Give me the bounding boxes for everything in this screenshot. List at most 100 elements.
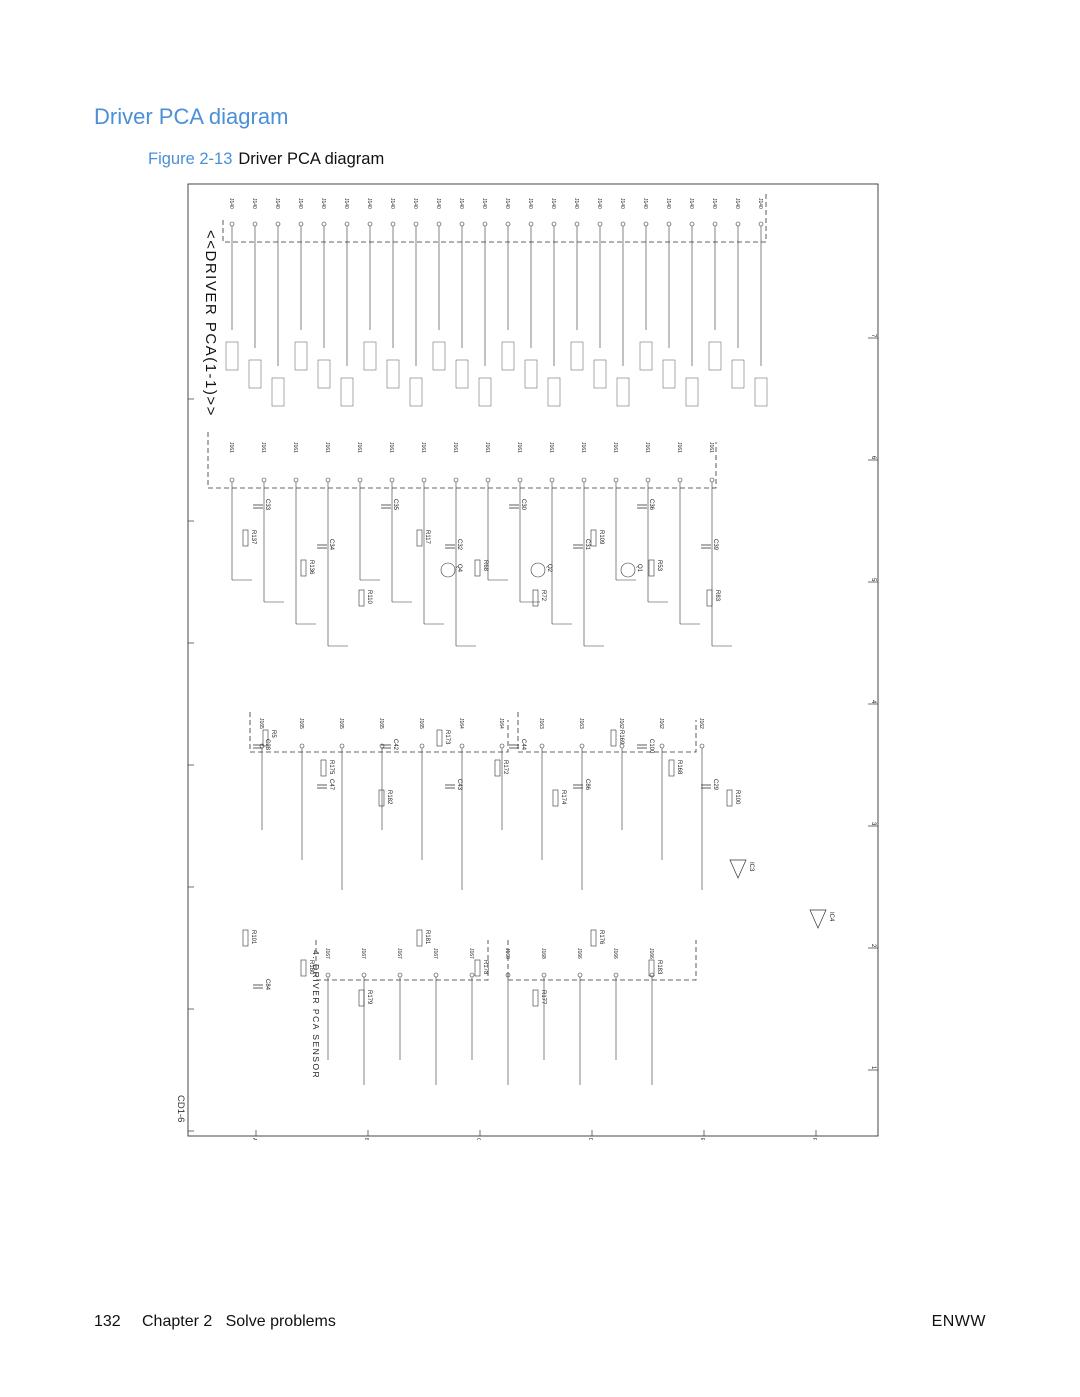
signal-tag xyxy=(478,377,492,407)
connector-label: J165 xyxy=(338,718,344,729)
connector-pin xyxy=(299,743,305,749)
resistor-symbol xyxy=(300,959,307,977)
connector-pin xyxy=(577,972,583,978)
schematic-border xyxy=(187,183,879,1137)
resistor-symbol xyxy=(590,929,597,947)
connector-label: J161 xyxy=(228,442,234,453)
resistor-symbol xyxy=(668,759,675,777)
lower-connector-bracket-2 xyxy=(517,712,697,753)
transistor-label: Q4 xyxy=(456,564,462,573)
capacitor-label: C44 xyxy=(520,739,526,751)
connector-pin xyxy=(712,221,718,227)
connector-label: J162 xyxy=(698,718,704,729)
resistor-label: R169 xyxy=(618,730,624,745)
connector-pin xyxy=(735,221,741,227)
connector-pin xyxy=(549,477,555,483)
connector-pin xyxy=(389,477,395,483)
connector-label: J140 xyxy=(228,198,234,209)
connector-pin xyxy=(390,221,396,227)
resistor-label: R101 xyxy=(250,930,256,945)
connector-pin xyxy=(367,221,373,227)
connector-label: J167 xyxy=(432,948,438,959)
capacitor-label: C32 xyxy=(456,539,462,551)
resistor-symbol xyxy=(648,959,655,977)
figure-title: Driver PCA diagram xyxy=(238,150,385,168)
bottom-connector-bracket-2 xyxy=(507,940,697,981)
resistor-symbol xyxy=(552,789,559,807)
connector-pin xyxy=(293,477,299,483)
connector-label: J140 xyxy=(619,198,625,209)
connector-pin xyxy=(229,477,235,483)
signal-tag xyxy=(386,359,400,389)
connector-pin xyxy=(758,221,764,227)
resistor-label: R179 xyxy=(366,990,372,1005)
connector-label: J167 xyxy=(396,948,402,959)
resistor-label: R176 xyxy=(598,930,604,945)
resistor-symbol xyxy=(416,929,423,947)
resistor-label: R109 xyxy=(598,530,604,545)
resistor-symbol xyxy=(532,989,539,1007)
resistor-label: R177 xyxy=(540,990,546,1005)
connector-label: J161 xyxy=(484,442,490,453)
transistor-symbol xyxy=(530,562,546,578)
connector-label: J161 xyxy=(580,442,586,453)
footer-brand: ENWW xyxy=(931,1313,986,1330)
resistor-symbol xyxy=(610,729,617,747)
signal-tag xyxy=(524,359,538,389)
connector-label: J140 xyxy=(596,198,602,209)
transistor-symbol xyxy=(440,562,456,578)
connector-label: J166 xyxy=(648,948,654,959)
capacitor-label: C39 xyxy=(712,539,718,551)
zone-number: 3 xyxy=(870,822,876,826)
capacitor-label: C34 xyxy=(328,539,334,551)
signal-tag xyxy=(570,341,584,371)
capacitor-label: C30 xyxy=(520,499,526,511)
connector-pin xyxy=(453,477,459,483)
connector-pin xyxy=(433,972,439,978)
zone-number: 1 xyxy=(870,1066,876,1070)
connector-pin xyxy=(581,477,587,483)
page-title: Driver PCA diagram xyxy=(94,104,289,129)
signal-tag xyxy=(501,341,515,371)
connector-pin xyxy=(229,221,235,227)
signal-tag xyxy=(409,377,423,407)
signal-tag xyxy=(662,359,676,389)
connector-label: J161 xyxy=(708,442,714,453)
connector-label: J161 xyxy=(452,442,458,453)
figure-caption: Figure 2-13 Driver PCA diagram xyxy=(148,150,384,169)
ic-label: IC4 xyxy=(828,912,834,922)
connector-label: J167 xyxy=(324,948,330,959)
resistor-symbol xyxy=(358,589,365,607)
connector-label: J140 xyxy=(366,198,372,209)
connector-pin xyxy=(689,221,695,227)
signal-tag xyxy=(639,341,653,371)
op-amp-symbol xyxy=(729,859,747,879)
connector-pin xyxy=(419,743,425,749)
capacitor-label: C42 xyxy=(392,739,398,751)
schematic-sensor-title: 4. DRIVER PCA SENSOR xyxy=(311,950,321,1079)
connector-pin xyxy=(528,221,534,227)
connector-label: J164 xyxy=(498,718,504,729)
connector-pin xyxy=(325,972,331,978)
connector-label: J140 xyxy=(757,198,763,209)
schematic-main-title: <<DRIVER PCA(1-1)>> xyxy=(202,230,219,417)
connector-label: J166 xyxy=(612,948,618,959)
resistor-label: R117 xyxy=(424,530,430,545)
capacitor-label: C100 xyxy=(648,739,654,754)
connector-label: J140 xyxy=(481,198,487,209)
zone-letter: C xyxy=(475,1138,481,1140)
zone-number: 5 xyxy=(870,578,876,582)
resistor-symbol xyxy=(300,559,307,577)
connector-pin xyxy=(539,743,545,749)
connector-label: J164 xyxy=(458,718,464,729)
figure-number: Figure 2-13 xyxy=(148,150,233,168)
connector-label: J161 xyxy=(516,442,522,453)
connector-label: J140 xyxy=(550,198,556,209)
connector-label: J140 xyxy=(527,198,533,209)
connector-label: J140 xyxy=(573,198,579,209)
connector-label: J168 xyxy=(504,948,510,959)
connector-label: J140 xyxy=(435,198,441,209)
signal-tag xyxy=(616,377,630,407)
capacitor-label: C43 xyxy=(456,779,462,791)
